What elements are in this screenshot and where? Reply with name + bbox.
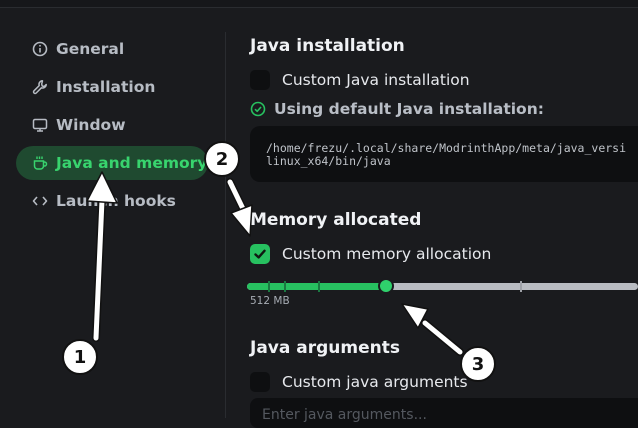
info-icon [32, 41, 48, 57]
code-icon [32, 196, 48, 206]
checkmark-icon [254, 249, 266, 259]
annotation-arrows [86, 171, 464, 356]
wrench-icon [32, 80, 47, 95]
slider-tick [520, 281, 522, 292]
custom-java-arguments-label[interactable]: Custom java arguments [282, 373, 468, 391]
memory-allocated-heading: Memory allocated [250, 210, 422, 230]
memory-slider-track[interactable] [247, 283, 638, 290]
sidebar-item-label: Installation [56, 78, 156, 96]
sidebar-item-window[interactable]: Window [16, 108, 126, 142]
custom-java-installation-checkbox[interactable] [250, 70, 270, 90]
java-path-line: linux_x64/bin/java [266, 154, 391, 168]
slider-tick [284, 281, 286, 292]
memory-slider-fill [247, 283, 387, 290]
sidebar-item-java-and-memory[interactable]: Java and memory [16, 146, 208, 180]
java-path-line: /home/frezu/.local/share/ModrinthApp/met… [266, 141, 627, 155]
annotation-badge-2: 2 [204, 141, 240, 177]
memory-slider-thumb[interactable] [380, 280, 392, 292]
java-status-row: Using default Java installation: [250, 100, 544, 118]
sidebar-item-general[interactable]: General [16, 32, 124, 66]
java-status-text: Using default Java installation: [274, 100, 544, 118]
annotation-badge-3: 3 [460, 346, 496, 382]
slider-tick [318, 281, 320, 292]
arrow-head-2 [230, 204, 253, 237]
custom-java-installation-label[interactable]: Custom Java installation [282, 71, 470, 89]
custom-java-arguments-checkbox[interactable] [250, 372, 270, 392]
sidebar-item-label: General [56, 40, 125, 58]
coffee-icon [33, 156, 48, 170]
annotation-badge-1: 1 [62, 339, 98, 375]
java-arguments-heading: Java arguments [250, 338, 400, 358]
custom-memory-allocation-checkbox[interactable] [250, 244, 270, 264]
sidebar-item-label: Java and memory [56, 154, 208, 172]
sidebar-divider [225, 32, 226, 418]
arrow-head-3 [401, 303, 429, 329]
arrow-head-1 [86, 171, 118, 204]
java-installation-heading: Java installation [250, 36, 405, 56]
sidebar-item-installation[interactable]: Installation [16, 70, 155, 104]
custom-memory-allocation-label[interactable]: Custom memory allocation [282, 245, 492, 263]
sidebar-item-label: Window [56, 116, 126, 134]
monitor-icon [32, 118, 48, 132]
window-top-bar [0, 0, 638, 8]
java-path-box: /home/frezu/.local/share/ModrinthApp/met… [250, 126, 638, 182]
check-circle-icon [250, 101, 266, 117]
slider-tick [268, 281, 270, 292]
memory-min-label: 512 MB [250, 295, 290, 307]
